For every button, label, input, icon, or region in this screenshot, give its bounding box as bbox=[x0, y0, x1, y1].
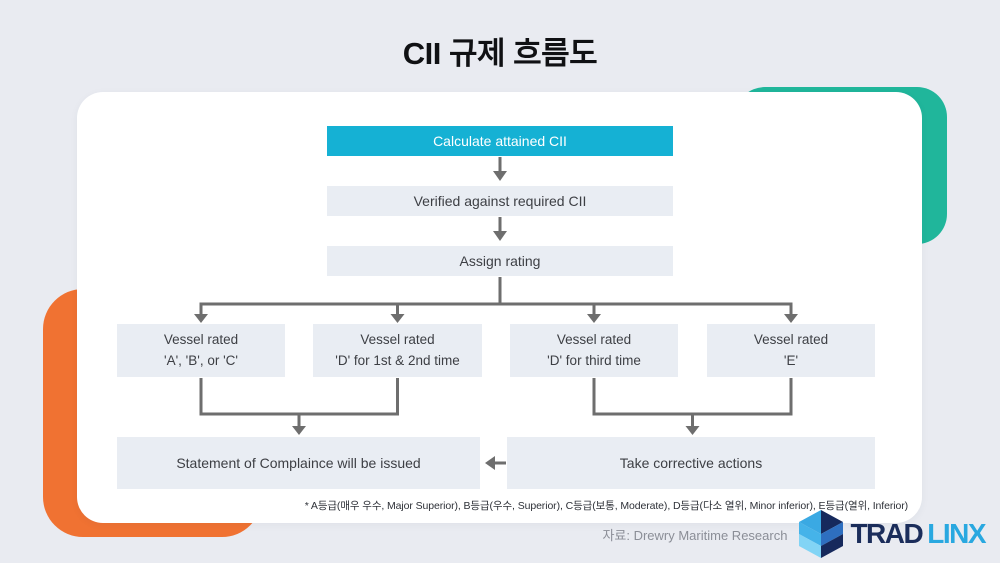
step-label: Calculate attained CII bbox=[433, 133, 567, 149]
outcome-statement-of-compliance: Statement of Complaince will be issued bbox=[117, 437, 480, 489]
logo-text-linx: LINX bbox=[927, 518, 986, 549]
branch-line1: Vessel rated bbox=[360, 332, 435, 348]
arrowhead-down bbox=[587, 314, 601, 323]
step-label: Verified against required CII bbox=[413, 193, 587, 209]
outcome-label: Take corrective actions bbox=[619, 455, 763, 471]
arrowhead-down bbox=[292, 426, 306, 435]
step-calculate-attained-cii: Calculate attained CII bbox=[327, 126, 673, 156]
branch-line1: Vessel rated bbox=[753, 332, 829, 348]
page-title: CII 규제 흐름도 bbox=[402, 36, 598, 71]
branch-line1: Vessel rated bbox=[163, 332, 239, 348]
logo-text-trad: TRAD bbox=[850, 518, 923, 549]
merge-left-line bbox=[199, 378, 399, 416]
arrowhead-down bbox=[493, 231, 507, 241]
step-assign-rating: Assign rating bbox=[327, 246, 673, 276]
branch-vessel-rated-e: Vessel rated 'E' bbox=[707, 324, 875, 377]
arrowhead-down bbox=[784, 314, 798, 323]
arrowhead-down bbox=[685, 426, 700, 435]
branch-vessel-rated-d-1st-2nd: Vessel rated 'D' for 1st & 2nd time bbox=[313, 324, 482, 377]
branch-vessel-rated-abc: Vessel rated 'A', 'B', or 'C' bbox=[117, 324, 285, 377]
cube-icon bbox=[799, 510, 844, 558]
branch-vessel-rated-d-third: Vessel rated 'D' for third time bbox=[510, 324, 678, 377]
step-label: Assign rating bbox=[459, 253, 541, 269]
flowchart-card: Calculate attained CII Verified against … bbox=[77, 92, 922, 523]
branch-line2: 'A', 'B', or 'C' bbox=[164, 352, 238, 368]
arrowhead-down bbox=[194, 314, 208, 323]
branch-line2: 'D' for third time bbox=[547, 352, 641, 368]
merge-right-line bbox=[592, 378, 793, 416]
outcome-label: Statement of Complaince will be issued bbox=[176, 455, 421, 471]
arrowhead-down bbox=[493, 171, 507, 181]
outcome-take-corrective-actions: Take corrective actions bbox=[507, 437, 875, 489]
branch-line1: Vessel rated bbox=[556, 332, 632, 348]
arrowhead-down bbox=[390, 314, 405, 323]
arrowhead-left bbox=[485, 456, 495, 470]
branch-line2: 'E' bbox=[783, 352, 799, 368]
data-source-text: 자료: Drewry Maritime Research bbox=[602, 527, 788, 543]
branch-line2: 'D' for 1st & 2nd time bbox=[335, 352, 460, 368]
rating-grades-footnote: * A등급(매우 우수, Major Superior), B등급(우수, Su… bbox=[304, 500, 908, 512]
step-verified-against-required-cii: Verified against required CII bbox=[327, 186, 673, 216]
